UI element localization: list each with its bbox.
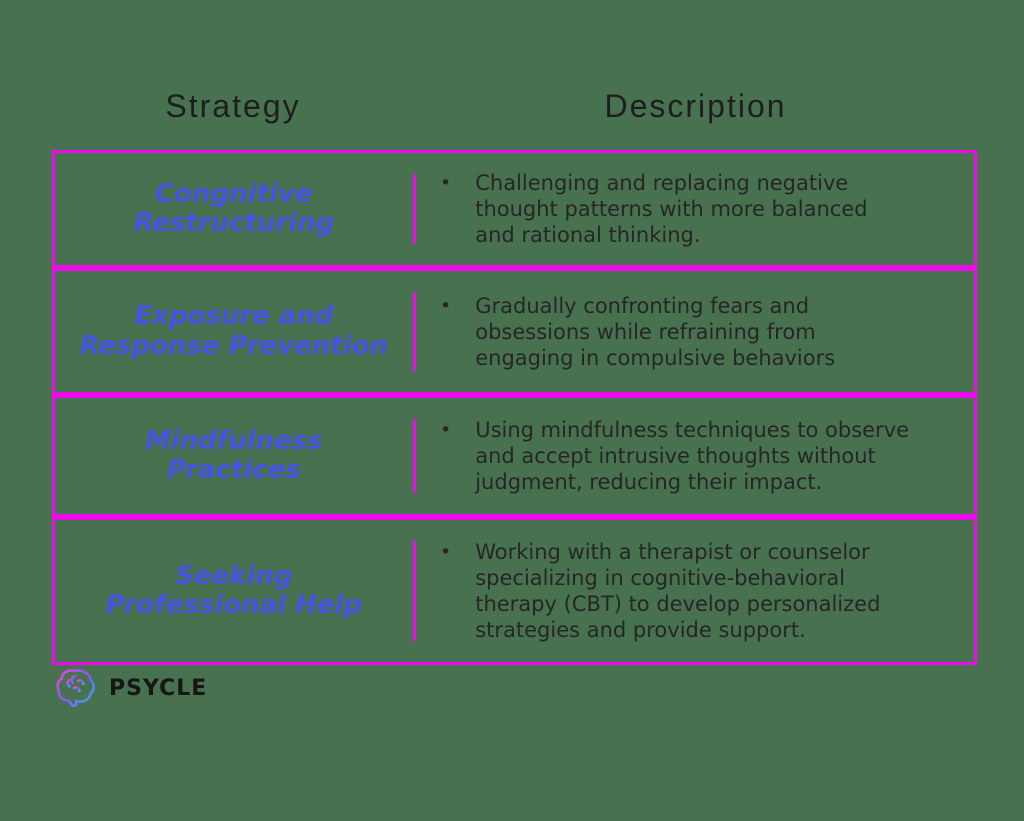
table-row: Seeking Professional Help • Working with… (52, 517, 977, 665)
description-text: Challenging and replacing negative thoug… (475, 171, 868, 247)
bullet-dot: • (440, 294, 452, 317)
cell-divider (413, 419, 416, 493)
psycle-logo: PSYCLE (54, 668, 207, 708)
strategy-table: Congnitive Restructuring • Challenging a… (52, 150, 977, 665)
bullet-dot: • (440, 419, 452, 441)
strategy-cell: Congnitive Restructuring (55, 153, 413, 265)
cell-divider (413, 174, 416, 244)
description-column-header: Description (604, 88, 787, 124)
table-row: Exposure and Response Prevention • Gradu… (52, 268, 977, 395)
description-text: Working with a therapist or counselor sp… (475, 540, 881, 642)
cell-divider (413, 541, 416, 641)
strategy-cell: Exposure and Response Prevention (55, 271, 413, 392)
strategy-cell: Mindfulness Practices (55, 398, 413, 514)
strategy-column-header: Strategy (165, 88, 301, 124)
strategy-name: Mindfulness Practices (145, 425, 323, 485)
description-text: Gradually confronting fears and obsessio… (475, 293, 836, 370)
brand-name: PSYCLE (109, 675, 208, 701)
table-row: Congnitive Restructuring • Challenging a… (52, 150, 977, 268)
description-text: Using mindfulness techniques to observe … (475, 418, 910, 494)
description-cell: • Challenging and replacing negative tho… (416, 153, 974, 265)
strategy-name: Exposure and Response Prevention (79, 301, 389, 361)
table-row: Mindfulness Practices • Using mindfulnes… (52, 395, 977, 517)
strategy-cell: Seeking Professional Help (55, 520, 413, 662)
bullet-dot: • (440, 172, 452, 194)
cell-divider (413, 292, 416, 371)
brain-icon (56, 669, 95, 708)
description-cell: • Working with a therapist or counselor … (416, 520, 974, 662)
description-cell: • Using mindfulness techniques to observ… (416, 398, 974, 514)
bullet-dot: • (440, 541, 452, 563)
strategy-name: Seeking Professional Help (105, 560, 363, 620)
description-cell: • Gradually confronting fears and obsess… (416, 271, 974, 392)
strategy-name: Congnitive Restructuring (133, 178, 335, 238)
